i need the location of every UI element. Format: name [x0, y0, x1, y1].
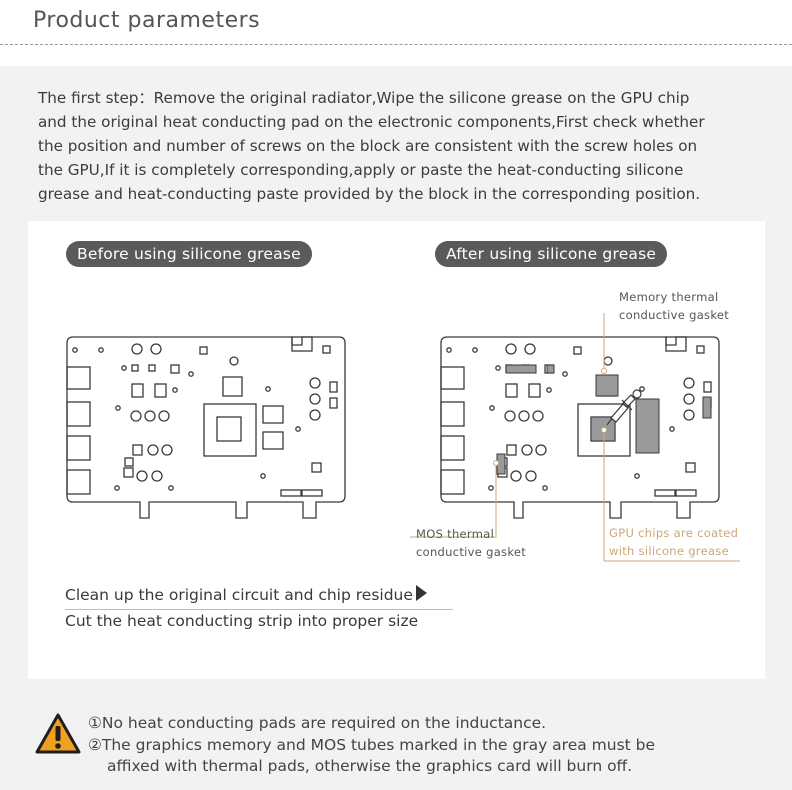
- board-diagrams: [66, 313, 740, 562]
- note-line: ②The graphics memory and MOS tubes marke…: [88, 735, 656, 754]
- callout-gpu: GPU chips are coated with silicone greas…: [609, 526, 739, 558]
- play-arrow-icon: [415, 585, 427, 601]
- memory-pad-gray: [635, 398, 660, 454]
- step-clean: Clean up the original circuit and chip r…: [65, 585, 427, 604]
- board-after: [440, 336, 720, 519]
- callout-lines: [410, 313, 740, 562]
- before-label-pill: Before using silicone grease: [66, 241, 312, 267]
- syringe-icon: [606, 389, 642, 426]
- content-panel: The first step：Remove the original radia…: [0, 66, 792, 790]
- board-before: [66, 336, 346, 519]
- intro-line: the position and number of screws on the…: [38, 137, 698, 155]
- callout-mos: MOS thermal conductive gasket: [416, 527, 527, 559]
- page-title: Product parameters: [33, 8, 261, 33]
- steps-divider: [65, 609, 453, 610]
- warning-notes: ①No heat conducting pads are required on…: [88, 713, 778, 778]
- warning-icon: [35, 713, 81, 754]
- intro-line: grease and heat-conducting paste provide…: [38, 185, 701, 203]
- after-label-pill: After using silicone grease: [435, 241, 668, 267]
- intro-line: and the original heat conducting pad on …: [38, 113, 705, 131]
- step-cut: Cut the heat conducting strip into prope…: [65, 612, 419, 630]
- note-line: ①No heat conducting pads are required on…: [88, 714, 547, 732]
- mos-pad-gray: [702, 396, 712, 419]
- memory-pad-gray: [546, 364, 555, 374]
- intro-paragraph: The first step：Remove the original radia…: [38, 86, 763, 206]
- memory-pad-gray: [595, 374, 619, 397]
- memory-pad-gray: [505, 364, 537, 374]
- page-header: Product parameters: [0, 0, 792, 46]
- intro-line: The first step：Remove the original radia…: [38, 89, 690, 107]
- note-line: affixed with thermal pads, otherwise the…: [107, 757, 633, 775]
- illustration-card: Before using silicone grease After using…: [28, 221, 765, 679]
- header-divider: [0, 44, 792, 45]
- intro-line: the GPU,If it is completely correspondin…: [38, 161, 684, 179]
- callout-memory: Memory thermal conductive gasket: [619, 290, 730, 322]
